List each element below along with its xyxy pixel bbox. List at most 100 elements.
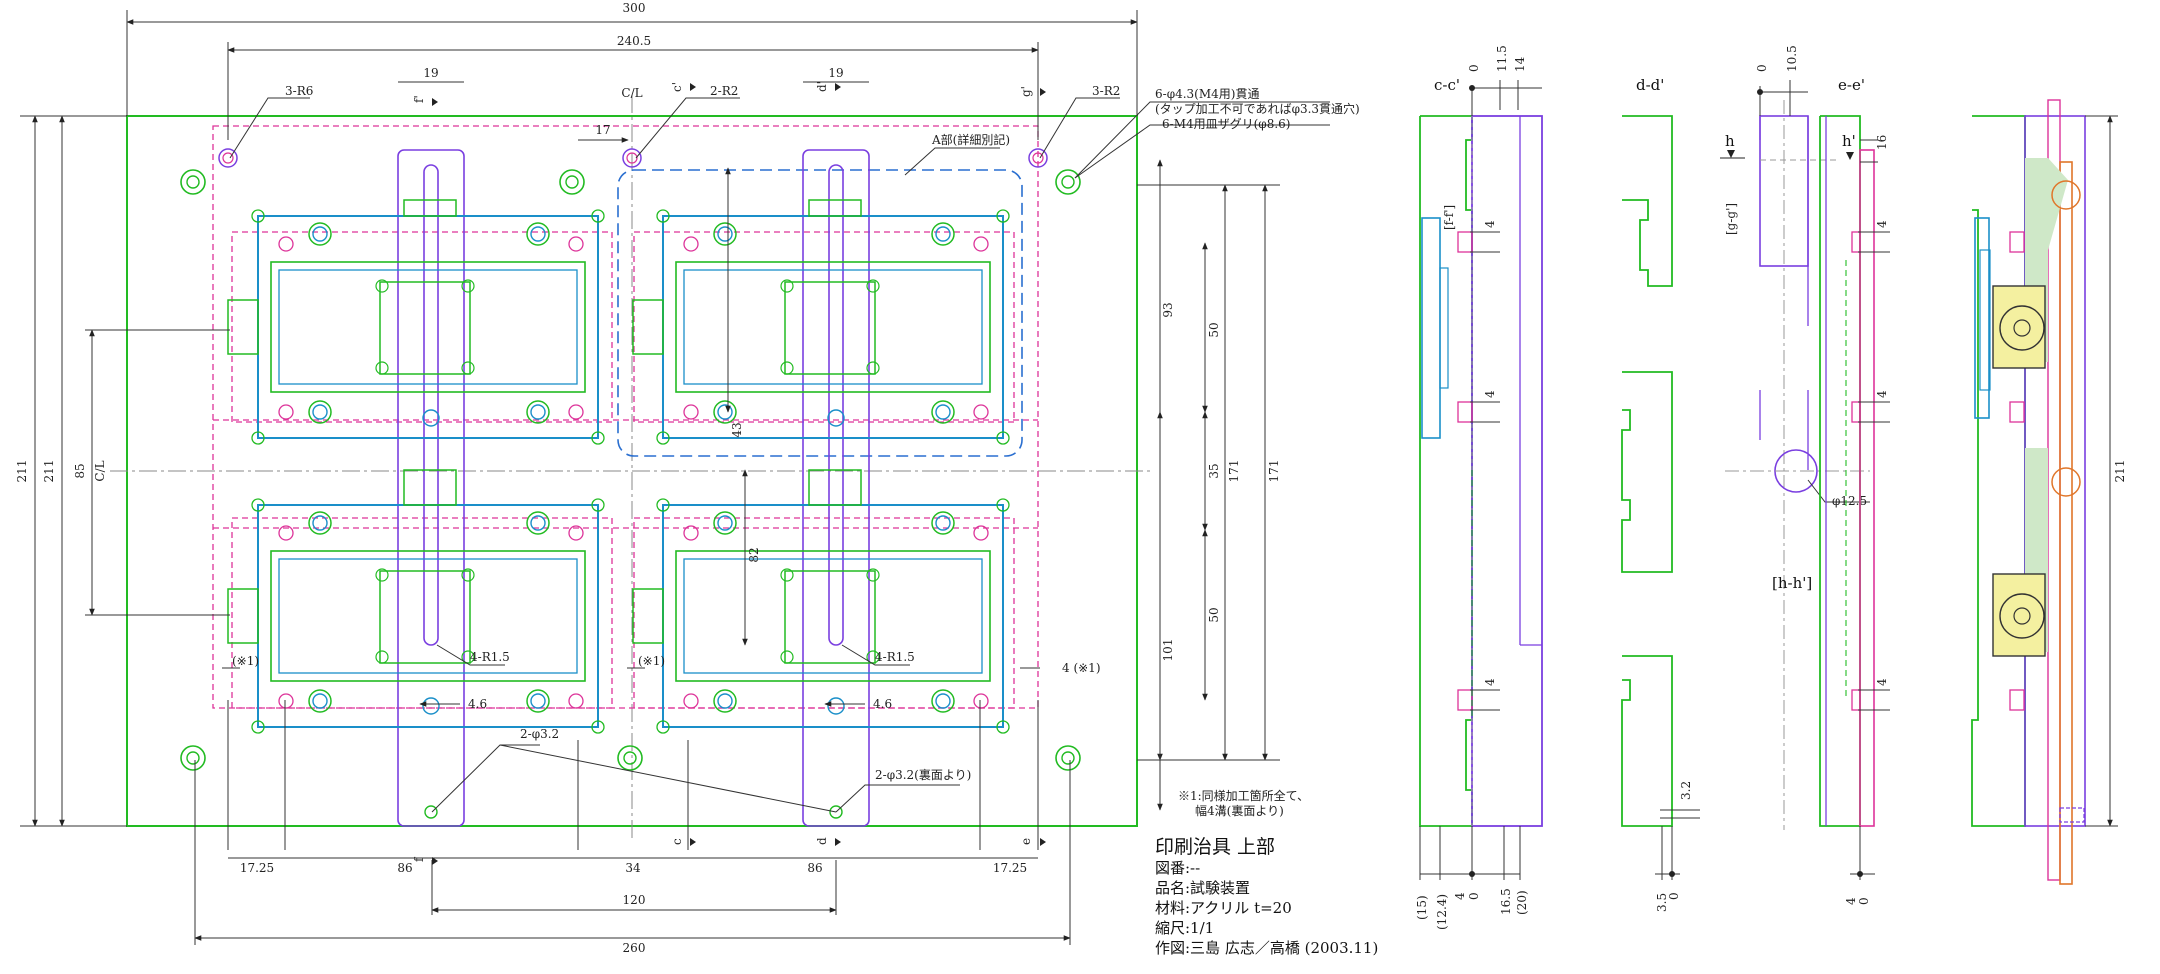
r2-callout-right: 3-R2: [1092, 84, 1120, 98]
dim-19-right: 19: [828, 66, 843, 80]
locating-hole-outer: [308, 689, 332, 713]
corner-relief: [656, 431, 670, 445]
cavity-bl: [227, 469, 599, 728]
ee-dim-4-a: 4: [1875, 220, 1889, 228]
section-mark-d-bottom: d: [815, 837, 829, 845]
slot-hole: [422, 697, 440, 715]
roller-lower-housing: [1992, 573, 2046, 657]
cc-dim-20: (20): [1515, 890, 1529, 915]
window-relief: [375, 361, 389, 375]
corner-relief: [251, 498, 265, 512]
dd-dim-3-2: 3.2: [1679, 781, 1693, 800]
dim-19-left: 19: [423, 66, 438, 80]
corner-relief: [591, 209, 605, 223]
section-cc-title: c-c': [1434, 76, 1460, 94]
ee-dim-0: 0: [1857, 897, 1871, 905]
mount-hole-outer: [1055, 169, 1081, 195]
guide-slots: [397, 149, 870, 827]
section-gg-title: [g-g']: [1724, 203, 1738, 235]
locating-hole-inner: [717, 515, 733, 531]
cc-dim-11-5: 11.5: [1495, 45, 1509, 72]
window-relief: [461, 361, 475, 375]
section-mark-f-top: f': [412, 95, 426, 103]
corner-relief: [996, 720, 1010, 734]
cl-top-label: C/L: [621, 86, 642, 100]
cc-dim-0-top: 0: [1467, 64, 1481, 72]
back-hole: [829, 805, 843, 819]
slot-hole: [827, 697, 845, 715]
cc-dim-0-bottom: 0: [1467, 892, 1481, 900]
mount-hole-inner: [623, 751, 637, 765]
cl-left-label: C/L: [93, 460, 107, 481]
cc-dim-14: 14: [1513, 56, 1527, 72]
detail-a-region: [617, 169, 1023, 457]
mount-hole-outer: [617, 745, 643, 771]
dim-101: 101: [1161, 639, 1175, 662]
dim-171-a: 171: [1227, 460, 1241, 483]
note-1-left: (※1): [232, 654, 259, 668]
holes: [180, 148, 1081, 819]
section-mark-e-bottom: e: [1019, 838, 1033, 845]
window-relief: [461, 650, 475, 664]
locating-hole-outer: [526, 511, 550, 535]
cavity-tr: [632, 199, 1004, 439]
section-cc: c-c' 0 11.5 14 4: [1415, 45, 1543, 930]
corner-hole: [568, 693, 584, 709]
corner-relief: [591, 431, 605, 445]
window-relief: [866, 568, 880, 582]
locating-hole-inner: [717, 693, 733, 709]
dim-17: 17: [595, 123, 610, 137]
assembly-dim-211: 211: [2113, 460, 2127, 483]
corner-hole: [973, 236, 989, 252]
dim-82: 82: [747, 547, 761, 562]
note-1-right: (※1): [638, 654, 665, 668]
section-mark-g-top: g': [1019, 86, 1033, 97]
mount-hole-inner: [1061, 751, 1075, 765]
corner-relief: [656, 498, 670, 512]
locating-hole-inner: [530, 693, 546, 709]
corner-hole: [278, 693, 294, 709]
detail-a-callout: A部(詳細別記): [931, 132, 1010, 147]
mount-hole-outer: [1055, 745, 1081, 771]
r1-5-callout-left: 4-R1.5: [470, 650, 510, 664]
locating-hole-outer: [931, 511, 955, 535]
plan-annotations: C/L C/L 3-R6 2-R2 3-R2 6-φ4.3(M4用)貫通 (タッ…: [93, 84, 1360, 818]
section-dd: d-d' 3.2 3.5 0: [1621, 76, 1700, 912]
locating-hole-inner: [530, 404, 546, 420]
cc-dim-4: 4: [1453, 892, 1467, 900]
assembly-side-view: 211: [1971, 99, 2127, 885]
corner-hole: [278, 236, 294, 252]
cavities: [227, 199, 1004, 728]
window-relief: [780, 650, 794, 664]
corner-relief: [656, 209, 670, 223]
roller-lower: [1999, 593, 2045, 639]
plan-view: [110, 95, 1150, 840]
section-ee-title: e-e': [1838, 76, 1865, 94]
window-relief: [461, 568, 475, 582]
section-ee: e-e' h' 16 4 4 4 4 0: [1819, 76, 1890, 905]
orange-wheel-lower: [2051, 467, 2081, 497]
window-relief: [780, 279, 794, 293]
corner-hole: [683, 404, 699, 420]
mount-hole-outer: [559, 169, 585, 195]
slot-hole: [827, 409, 845, 427]
plan-dimension-labels: 300 240.5 19 19 17 211 211 85 50 35 50 1…: [15, 1, 1281, 955]
cavity-br: [632, 469, 1004, 728]
locating-hole-inner: [530, 515, 546, 531]
pin-hole: [218, 148, 238, 168]
corner-relief: [251, 209, 265, 223]
gg-dim-10-5: 10.5: [1785, 45, 1799, 72]
section-mark-c-bottom: c: [670, 838, 684, 845]
counterbore-callout: 6-M4用皿ザグリ(φ8.6): [1162, 117, 1290, 131]
section-mark-h-side: h: [1725, 132, 1735, 150]
locating-hole-inner: [935, 226, 951, 242]
mount-hole-inner: [1061, 175, 1075, 189]
phi3-2-back-callout: 2-φ3.2(裏面より): [875, 767, 971, 782]
corner-hole: [568, 236, 584, 252]
orange-wheel-upper: [2051, 180, 2081, 210]
title-block-scale: 縮尺:1/1: [1155, 919, 1214, 937]
phi12-5-callout: φ12.5: [1832, 494, 1867, 508]
locating-hole-inner: [312, 515, 328, 531]
section-mark-f-bottom: f: [412, 856, 426, 862]
back-hole: [424, 805, 438, 819]
